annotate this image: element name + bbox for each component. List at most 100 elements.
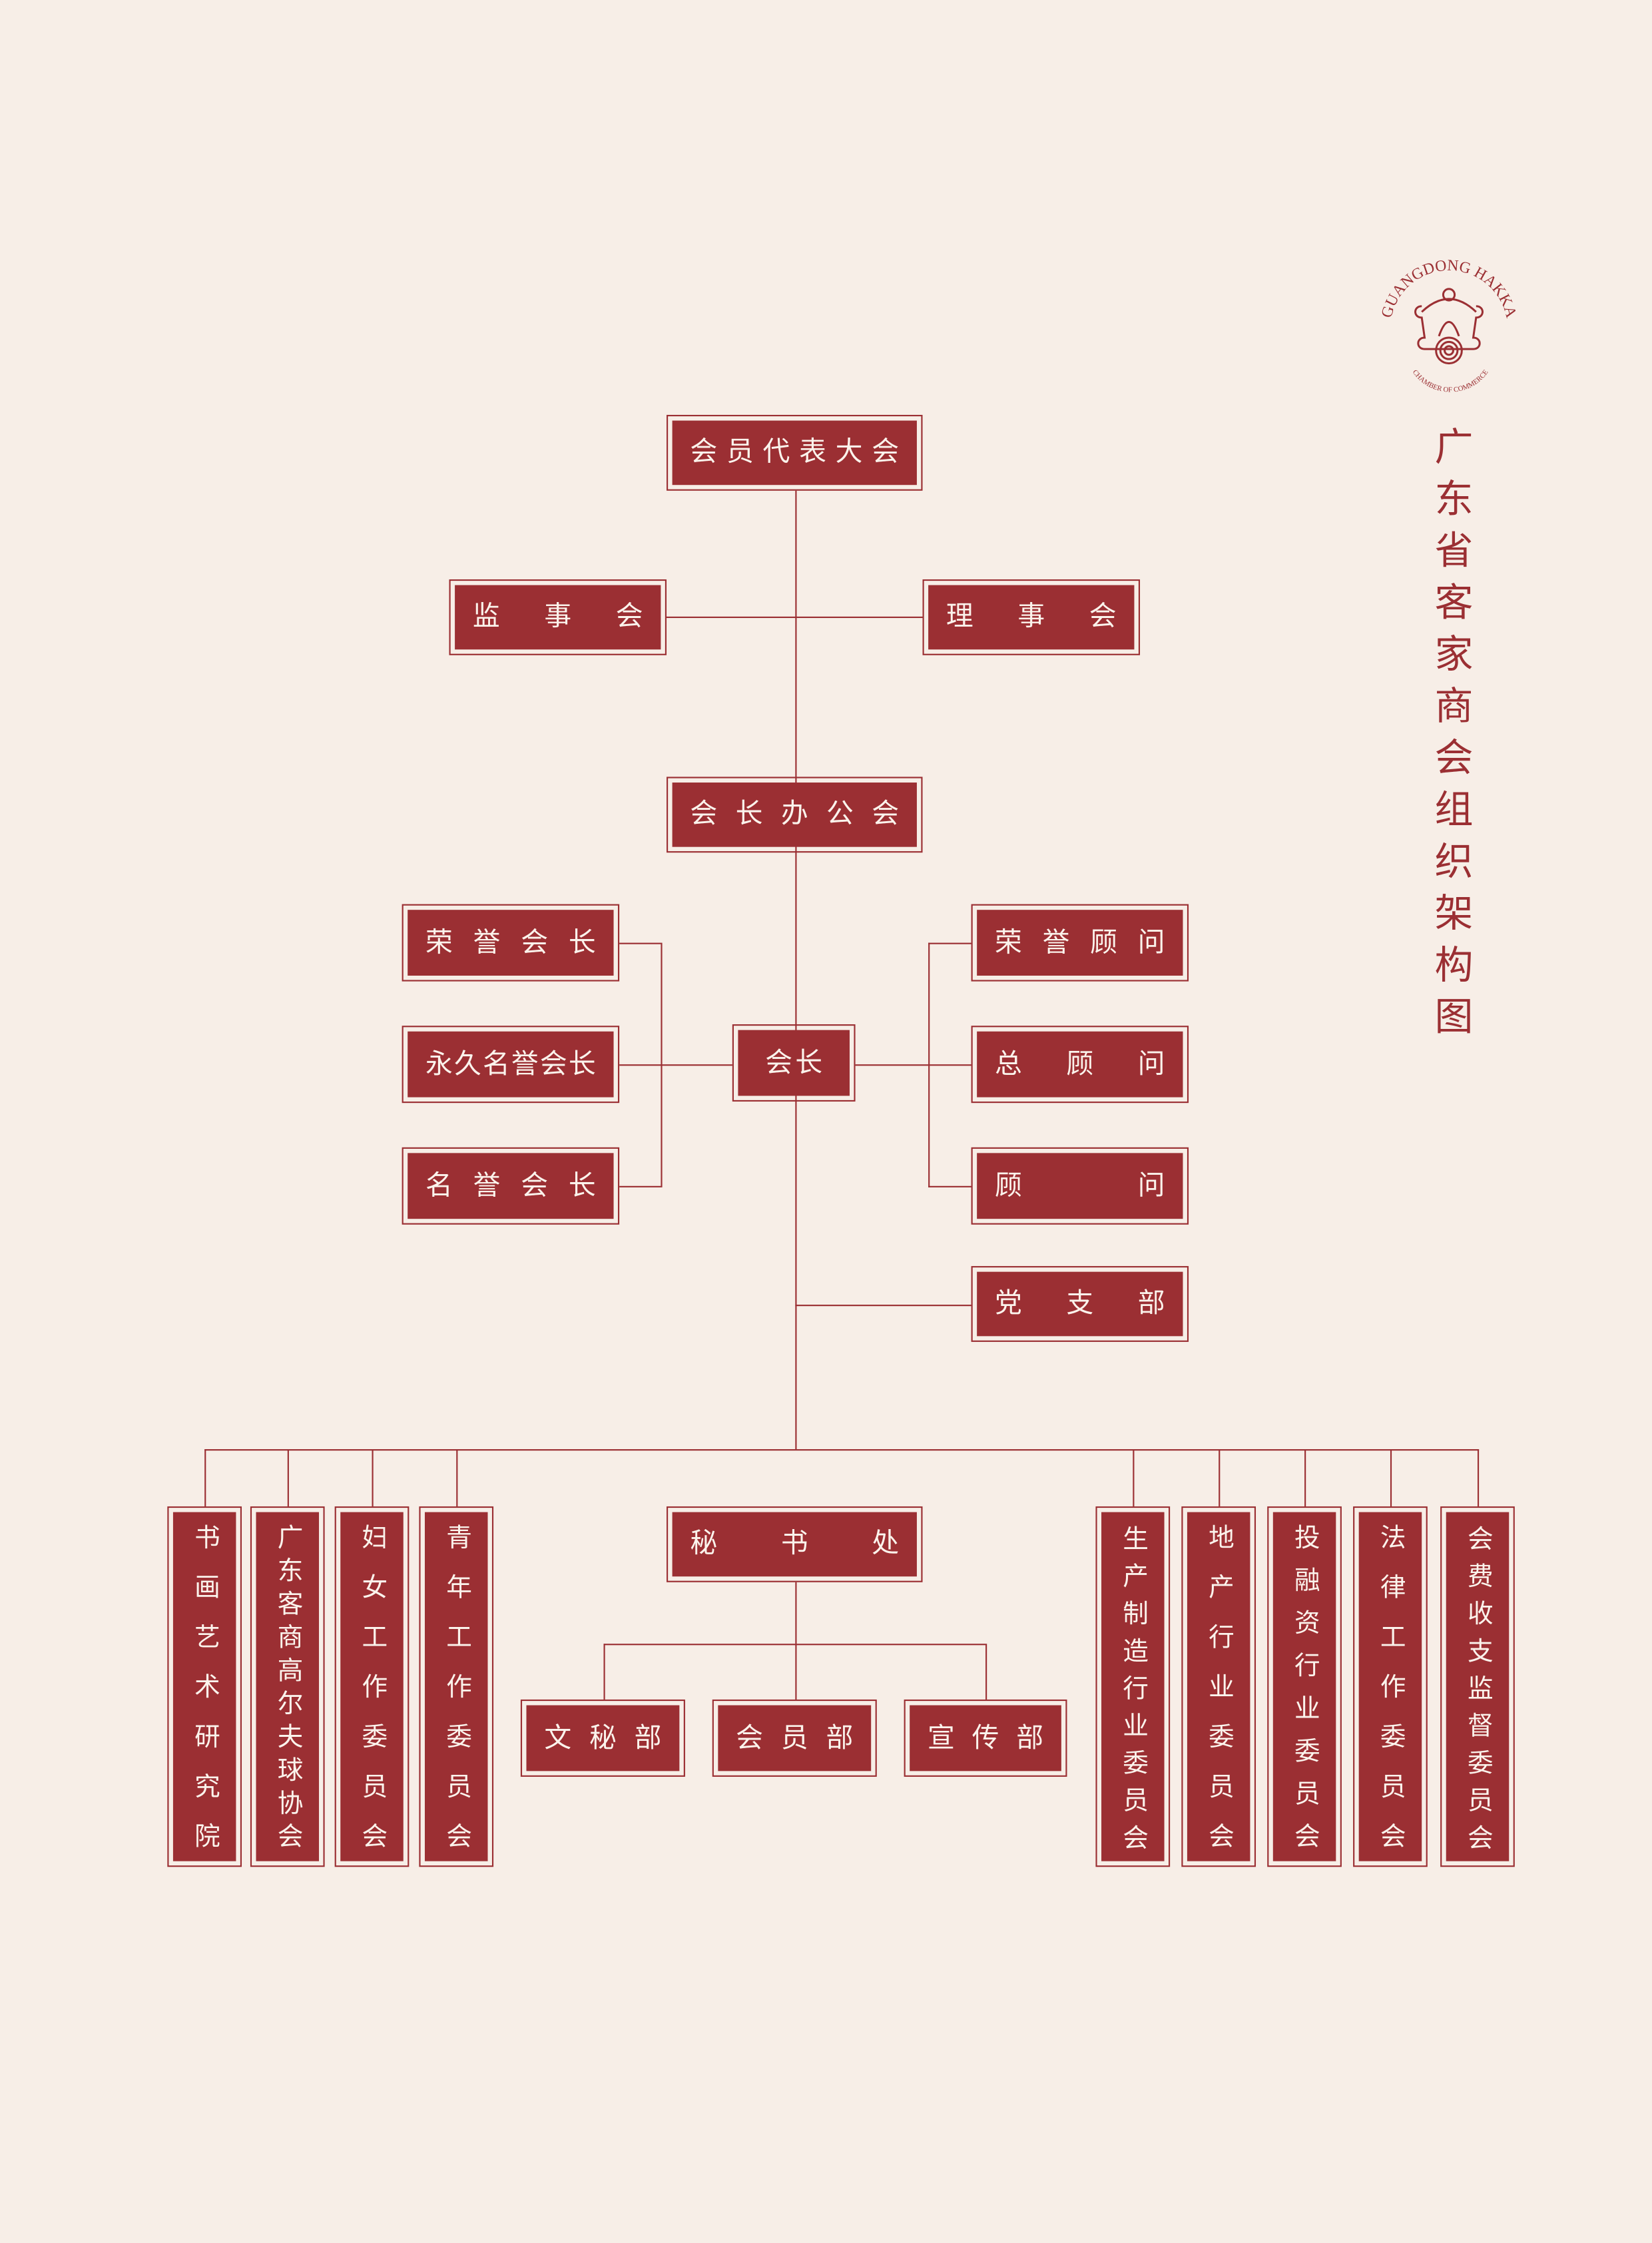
node-box-fill: 书画艺术研究院 (172, 1512, 236, 1873)
connector-line (1389, 1449, 1392, 1506)
permanent-honorary-president-node: 永久名誉会长 (402, 1026, 620, 1104)
connector-line (286, 1449, 289, 1506)
committee-left-label: 书画艺术研究院 (190, 1524, 220, 1873)
connector-line (794, 1582, 796, 1644)
connector-line (667, 615, 923, 618)
committee-right-label: 会费收支监督委员会 (1463, 1524, 1494, 1861)
connector-line (1476, 1449, 1479, 1506)
node-box-fill: 宣传部 (910, 1705, 1061, 1771)
connector-line (1132, 1449, 1134, 1506)
node-box-fill: 会员部 (718, 1705, 872, 1771)
honorary-president-label: 荣誉会长 (425, 926, 617, 958)
secretariat-label: 秘书处 (690, 1528, 963, 1560)
president-office-node: 会长办公会 (667, 777, 923, 853)
committee-right-node: 法律工作委员会 (1353, 1506, 1428, 1873)
committee-right-label: 生产制造行业委员会 (1118, 1524, 1149, 1861)
node-box-fill: 秘书处 (672, 1512, 917, 1577)
council-label: 理事会 (946, 601, 1161, 633)
committee-left-node: 妇女工作委员会 (334, 1506, 410, 1873)
committee-left-node: 书画艺术研究院 (167, 1506, 242, 1873)
general-assembly-node: 会员代表大会 (667, 414, 923, 491)
node-box-fill: 会费收支监督委员会 (1446, 1512, 1510, 1861)
honorary-advisor-node: 荣誉顾问 (971, 904, 1189, 982)
permanent-honorary-president-label: 永久名誉会长 (425, 1048, 597, 1080)
honorary-chairman-node: 名誉会长 (402, 1147, 620, 1225)
node-box-fill: 广东客商高尔夫球协会 (256, 1512, 320, 1861)
committee-right-node: 会费收支监督委员会 (1440, 1506, 1515, 1867)
node-box-fill: 法律工作委员会 (1358, 1512, 1422, 1873)
president-label: 会长 (765, 1046, 826, 1078)
publicity-dept-label: 宣传部 (928, 1722, 1061, 1754)
knot-icon (1414, 288, 1484, 365)
node-box-fill: 理事会 (928, 585, 1135, 650)
logo-text-bottom: CHAMBER OF COMMERCE (1411, 368, 1490, 394)
node-box-fill: 党支部 (977, 1271, 1183, 1337)
connector-line (1218, 1449, 1220, 1506)
connector-line (204, 1448, 1480, 1450)
connector-line (371, 1449, 373, 1506)
node-box-fill: 青年工作委员会 (424, 1512, 488, 1873)
node-box-fill: 监事会 (455, 585, 661, 650)
node-box-fill: 永久名誉会长 (408, 1031, 614, 1098)
connector-line (619, 1064, 732, 1066)
node-box-fill: 总顾问 (977, 1031, 1183, 1098)
secretarial-dept-label: 文秘部 (544, 1722, 680, 1754)
committee-right-label: 投融资行业委员会 (1290, 1524, 1320, 1866)
president-office-label: 会长办公会 (690, 798, 918, 830)
committee-right-label: 法律工作委员会 (1376, 1524, 1406, 1873)
chief-advisor-label: 总顾问 (994, 1048, 1210, 1080)
svg-text:CHAMBER OF COMMERCE: CHAMBER OF COMMERCE (1411, 368, 1490, 394)
node-box-fill: 名誉会长 (408, 1153, 617, 1219)
party-branch-label: 党支部 (994, 1287, 1210, 1319)
supervisors-node: 监事会 (449, 579, 667, 655)
committee-left-node: 青年工作委员会 (419, 1506, 494, 1873)
connector-line (928, 942, 971, 945)
connector-line (928, 942, 930, 1187)
connector-line (455, 1449, 457, 1506)
committee-right-node: 生产制造行业委员会 (1095, 1506, 1171, 1867)
connector-line (928, 1185, 971, 1188)
secretarial-dept-node: 文秘部 (520, 1699, 685, 1777)
membership-dept-label: 会员部 (736, 1722, 872, 1754)
logo: GUANGDONG HAKKA CHAMBER OF COMMERCE (1378, 257, 1520, 394)
connector-line (619, 1185, 661, 1188)
node-box-fill: 会员代表大会 (672, 420, 917, 485)
publicity-dept-node: 宣传部 (904, 1699, 1067, 1777)
honorary-advisor-label: 荣誉顾问 (994, 926, 1186, 958)
node-box-fill: 生产制造行业委员会 (1101, 1512, 1165, 1861)
general-assembly-label: 会员代表大会 (690, 436, 908, 468)
node-box-fill: 妇女工作委员会 (340, 1512, 404, 1873)
node-box-fill: 荣誉会长 (408, 910, 617, 976)
node-box-fill: 会长办公会 (672, 783, 918, 847)
page-title: 广东省客家商会组织架构图 (1427, 426, 1472, 1048)
committee-right-node: 地产行业委员会 (1181, 1506, 1256, 1873)
connector-line (603, 1643, 986, 1645)
honorary-chairman-label: 名誉会长 (425, 1169, 617, 1201)
connector-line (603, 1644, 605, 1700)
connector-line (204, 1449, 206, 1506)
connector-line (794, 490, 796, 1450)
honorary-president-node: 荣誉会长 (402, 904, 620, 982)
committee-left-label: 广东客商高尔夫球协会 (273, 1524, 304, 1857)
connector-line (855, 1064, 971, 1066)
chief-advisor-node: 总顾问 (971, 1026, 1189, 1104)
committee-left-label: 青年工作委员会 (441, 1524, 472, 1873)
membership-dept-node: 会员部 (712, 1699, 877, 1777)
node-box-fill: 会长 (738, 1030, 850, 1096)
connector-line (794, 1644, 796, 1700)
advisor-label: 顾问 (994, 1169, 1281, 1201)
secretariat-node: 秘书处 (667, 1506, 923, 1582)
node-box-fill: 文秘部 (526, 1705, 680, 1771)
node-box-fill: 地产行业委员会 (1187, 1512, 1250, 1873)
connector-line (795, 1303, 971, 1306)
connector-line (1303, 1449, 1306, 1506)
supervisors-label: 监事会 (472, 601, 688, 633)
node-box-fill: 投融资行业委员会 (1272, 1512, 1336, 1866)
node-box-fill: 顾问 (977, 1153, 1183, 1219)
advisor-node: 顾问 (971, 1147, 1189, 1225)
committee-left-node: 广东客商高尔夫球协会 (250, 1506, 325, 1867)
connector-line (619, 942, 661, 945)
connector-line (984, 1644, 987, 1700)
committee-right-label: 地产行业委员会 (1204, 1524, 1235, 1873)
